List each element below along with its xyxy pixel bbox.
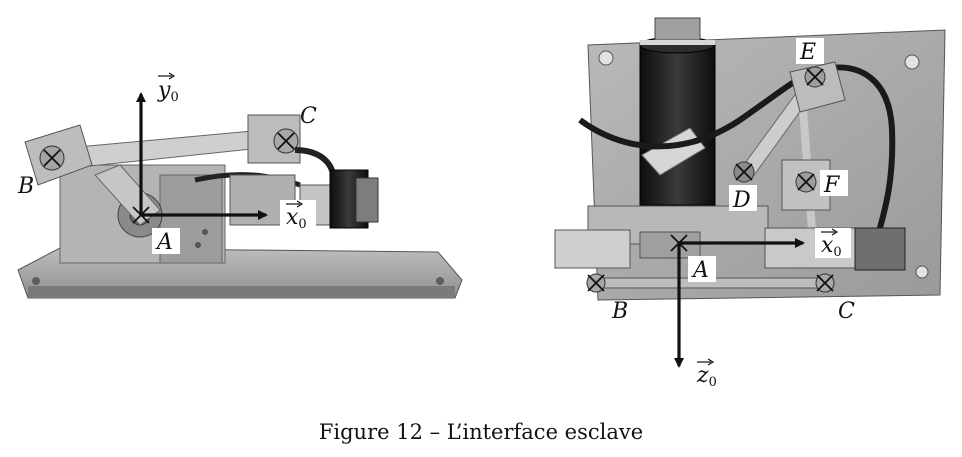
right-axis-x-sub: 0 [833, 245, 841, 260]
left-axis-y-name: y [157, 78, 171, 103]
left-axis-x-name: x [286, 205, 299, 230]
right-point-A: A [691, 258, 709, 283]
right-axis-z-sub: 0 [709, 375, 717, 390]
right-axis-z-name: z [696, 363, 709, 388]
left-point-A: A [155, 230, 173, 255]
left-photo: A B C x0 y0 [17, 72, 463, 299]
svg-text:x0: x0 [821, 233, 842, 260]
right-point-D: D [732, 188, 751, 213]
right-point-E: E [799, 40, 816, 65]
left-point-C: C [300, 104, 317, 129]
figure-caption: Figure 12 – L’interface esclave [318, 420, 644, 444]
left-axis-x-sub: 0 [298, 217, 306, 232]
left-axis-y0-label: y0 [157, 72, 179, 105]
left-axis-y-sub: 0 [170, 90, 178, 105]
svg-text:y0: y0 [157, 78, 179, 105]
right-axis-x0-label: x0 [821, 228, 842, 260]
right-axis-x-name: x [821, 233, 834, 258]
right-point-B: B [611, 299, 628, 324]
right-point-C: C [838, 299, 855, 324]
left-point-B: B [17, 174, 34, 199]
svg-text:z0: z0 [696, 363, 717, 390]
right-axis-z0-label: z0 [696, 358, 717, 390]
left-axis-x0-label: x0 [286, 200, 307, 232]
right-point-F: F [823, 173, 840, 198]
right-photo: A B C D E F x0 z0 [554, 17, 946, 390]
svg-text:x0: x0 [286, 205, 307, 232]
